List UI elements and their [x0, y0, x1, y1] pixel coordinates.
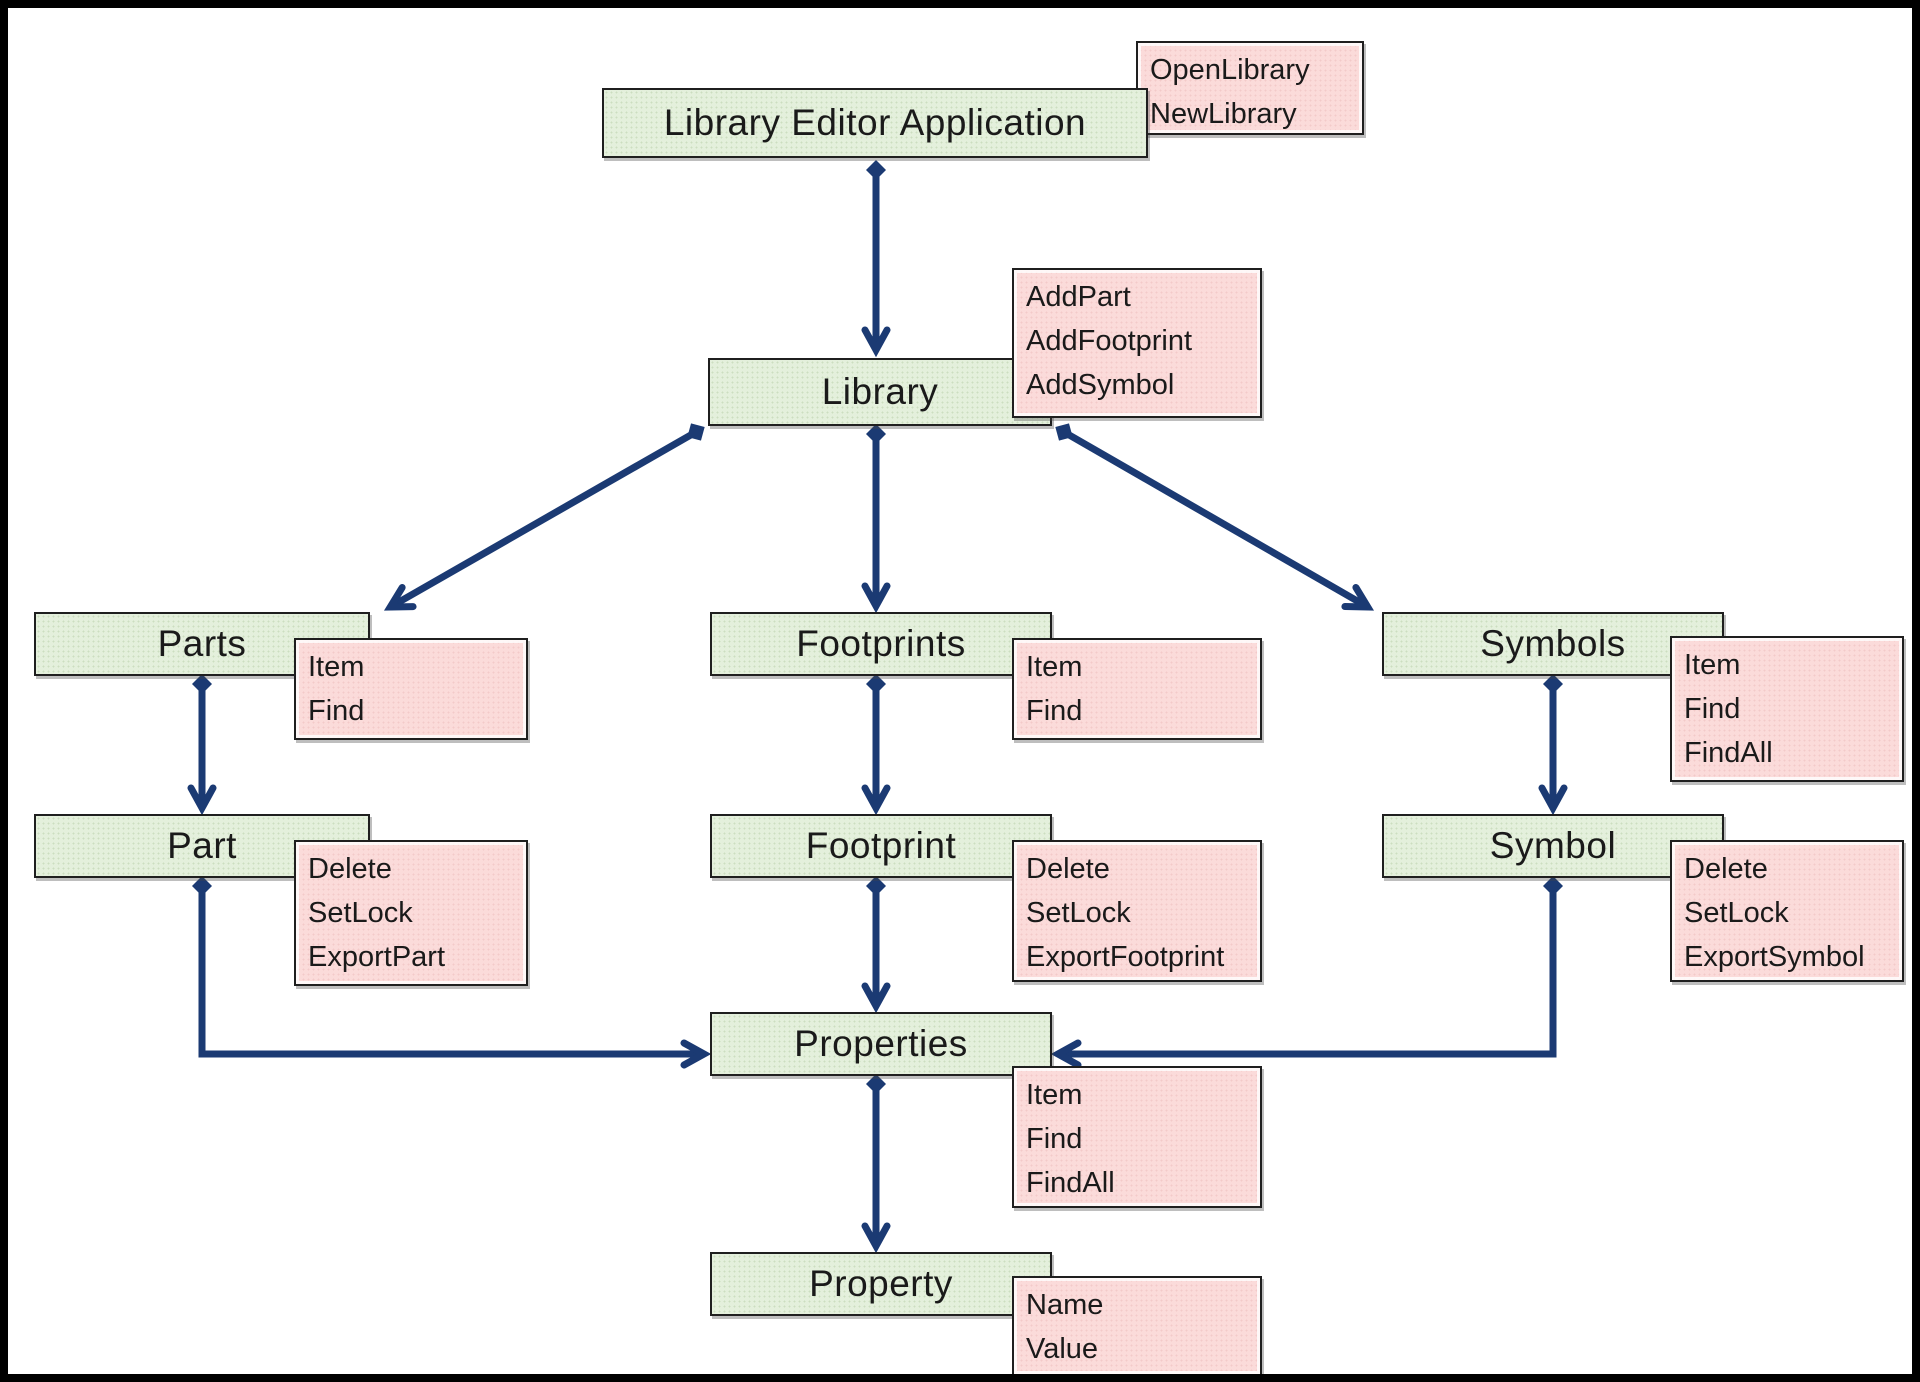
class-label: Library Editor Application	[663, 102, 1087, 143]
method-name: FindAll	[1684, 737, 1773, 769]
class-label: Symbols	[1480, 623, 1626, 664]
class-box-library: Library	[708, 358, 1052, 426]
class-label: Part	[167, 825, 237, 866]
class-box-property: Property	[710, 1252, 1052, 1316]
class-label: Parts	[157, 623, 247, 664]
class-label: Properties	[794, 1023, 968, 1064]
class-label: Property	[809, 1263, 953, 1304]
class-box-footprint: Footprint	[710, 814, 1052, 878]
method-name: Item	[1026, 651, 1083, 683]
method-name: NewLibrary	[1150, 98, 1297, 130]
method-name: Find	[1026, 695, 1083, 727]
class-box-properties: Properties	[710, 1012, 1052, 1076]
connector-library-to-parts	[383, 423, 705, 611]
method-name: AddPart	[1026, 281, 1131, 313]
method-name: OpenLibrary	[1150, 54, 1310, 86]
class-label: Symbol	[1489, 825, 1617, 866]
method-name: Find	[1026, 1123, 1083, 1155]
method-name: Delete	[1026, 853, 1110, 885]
method-name: Item	[308, 651, 365, 683]
method-name: Delete	[308, 853, 392, 885]
method-name: Delete	[1684, 853, 1768, 885]
method-name: Find	[1684, 693, 1741, 725]
method-name: Value	[1026, 1333, 1099, 1365]
method-name: Find	[308, 695, 365, 727]
class-label: Footprint	[805, 825, 957, 866]
method-name: ExportFootprint	[1026, 941, 1225, 973]
method-name: SetLock	[308, 897, 413, 929]
method-name: AddSymbol	[1026, 369, 1175, 401]
class-box-library-editor-application: Library Editor Application	[602, 88, 1148, 158]
method-name: SetLock	[1026, 897, 1131, 929]
class-label: Library	[821, 371, 939, 412]
method-name: ExportSymbol	[1684, 941, 1865, 973]
method-name: Item	[1684, 649, 1741, 681]
class-box-symbols: Symbols	[1382, 612, 1724, 676]
method-name: AddFootprint	[1026, 325, 1193, 357]
method-name: ExportPart	[308, 941, 445, 973]
class-box-symbol: Symbol	[1382, 814, 1724, 878]
method-name: FindAll	[1026, 1167, 1115, 1199]
connector-library-to-symbols	[1055, 423, 1375, 611]
class-label: Footprints	[796, 623, 966, 664]
method-name: Item	[1026, 1079, 1083, 1111]
method-name: Name	[1026, 1289, 1104, 1321]
method-name: SetLock	[1684, 897, 1789, 929]
class-box-footprints: Footprints	[710, 612, 1052, 676]
